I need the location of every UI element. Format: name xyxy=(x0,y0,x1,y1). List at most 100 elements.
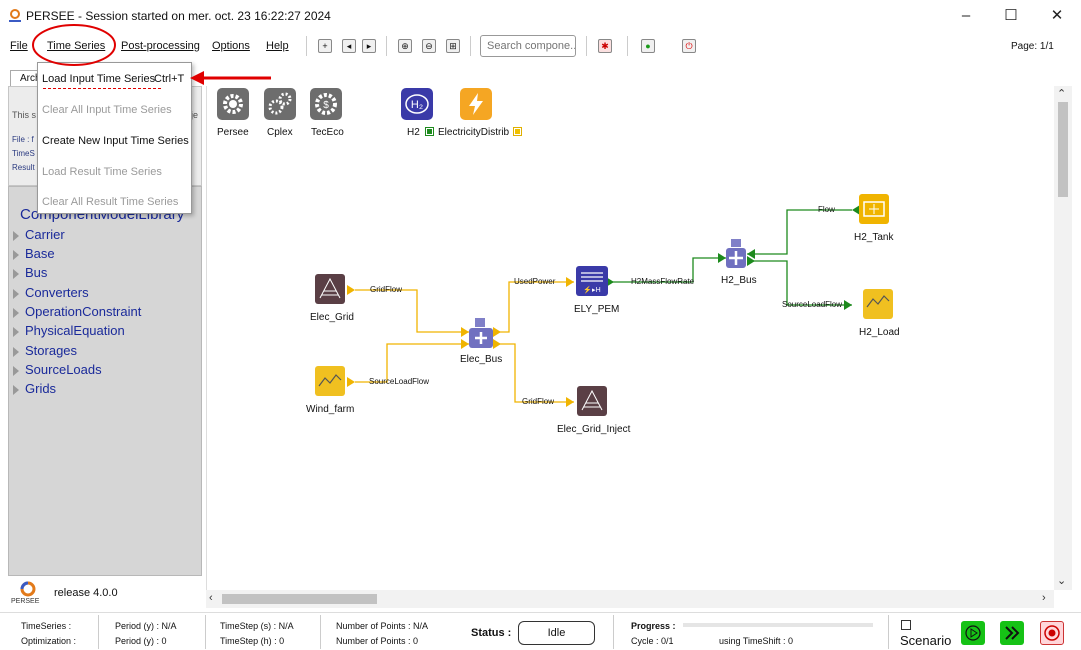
horizontal-scrollbar-thumb[interactable] xyxy=(222,594,377,604)
zoom-out-icon[interactable]: ⊖ xyxy=(422,39,436,53)
menu-item-create-new-input-time-series[interactable]: Create New Input Time Series xyxy=(42,135,189,147)
cplex-plugin-icon[interactable] xyxy=(264,88,296,120)
h2-bus-settings-icon[interactable] xyxy=(731,239,741,247)
expand-triangle-icon xyxy=(13,249,19,260)
menu-options[interactable]: Options xyxy=(212,40,250,52)
port-arrow xyxy=(461,327,469,337)
menu-item-load-result-time-series: Load Result Time Series xyxy=(42,166,162,178)
library-item-converters[interactable]: Converters xyxy=(13,285,89,300)
ely-pem-node-icon[interactable]: ⚡▸H xyxy=(576,266,608,296)
horizontal-scrollbar[interactable]: ‹ › xyxy=(206,590,1054,608)
stop-record-button[interactable] xyxy=(1040,621,1064,645)
power-stop-icon[interactable]: ⏻ xyxy=(682,39,696,53)
diagram-canvas[interactable]: Persee Cplex $ TecEco H₂ H2 ElectricityD… xyxy=(206,86,1054,590)
info-result-line: Result xyxy=(12,163,35,172)
electricity-distrib-carrier-icon[interactable] xyxy=(460,88,492,120)
scroll-down-icon[interactable]: ⌄ xyxy=(1057,575,1067,587)
menu-post-processing[interactable]: Post-processing xyxy=(121,40,200,52)
menu-time-series-label: Time Series xyxy=(47,40,106,52)
node-label-elec-bus: Elec_Bus xyxy=(460,354,503,365)
diagram-links xyxy=(347,205,860,407)
h2-load-node-icon[interactable] xyxy=(863,289,893,319)
h2-bus-node-icon[interactable] xyxy=(726,248,746,268)
next-page-icon[interactable]: ▸ xyxy=(362,39,376,53)
link-gridflow-elec-bus xyxy=(355,289,469,333)
vertical-scrollbar[interactable]: ⌃ ⌄ xyxy=(1054,86,1072,590)
status-period-timeseries: Period (y) : N/A xyxy=(115,621,177,631)
elec-bus-node-icon[interactable] xyxy=(469,328,493,348)
zoom-in-icon[interactable]: ⊕ xyxy=(398,39,412,53)
tececo-plugin-icon[interactable]: $ xyxy=(310,88,342,120)
library-item-label: PhysicalEquation xyxy=(25,323,125,338)
node-label-wind-farm: Wind_farm xyxy=(306,404,355,415)
library-item-sourceloads[interactable]: SourceLoads xyxy=(13,362,102,377)
library-item-label: Converters xyxy=(25,285,89,300)
annotation-underline xyxy=(43,88,161,89)
menu-time-series[interactable]: Time Series xyxy=(47,40,105,52)
zoom-fit-icon[interactable]: ⊞ xyxy=(446,39,460,53)
port-label-h2massflowrate: H2MassFlowRate xyxy=(631,277,695,286)
status-separator xyxy=(320,615,321,649)
library-item-storages[interactable]: Storages xyxy=(13,343,77,358)
persee-plugin-icon[interactable] xyxy=(217,88,249,120)
previous-page-icon[interactable]: ◂ xyxy=(342,39,356,53)
menu-file[interactable]: File xyxy=(10,40,28,52)
port-arrow xyxy=(347,377,355,387)
elec-bus-settings-icon[interactable] xyxy=(475,318,485,327)
progress-bar xyxy=(683,623,873,627)
fast-forward-button[interactable] xyxy=(1000,621,1024,645)
status-period-optimization: Period (y) : 0 xyxy=(115,636,167,646)
library-item-bus[interactable]: Bus xyxy=(13,265,47,280)
library-item-grids[interactable]: Grids xyxy=(13,381,56,396)
elec-grid-node-icon[interactable] xyxy=(315,274,345,304)
menu-help[interactable]: Help xyxy=(266,40,289,52)
wind-farm-node-icon[interactable] xyxy=(315,366,345,396)
plugin-label-persee: Persee xyxy=(217,127,249,138)
link-h2-bus-tank xyxy=(747,209,852,255)
tab-architecture[interactable]: Archi xyxy=(10,70,40,87)
scroll-right-icon[interactable]: › xyxy=(1042,592,1046,604)
expand-triangle-icon xyxy=(13,346,19,357)
scroll-left-icon[interactable]: ‹ xyxy=(209,592,213,604)
menu-item-load-input-time-series[interactable]: Load Input Time Series xyxy=(42,73,156,85)
port-arrow xyxy=(852,205,860,215)
node-label-h2-tank: H2_Tank xyxy=(854,232,894,243)
menu-bar: File Time Series Post-processing Options… xyxy=(0,32,1081,60)
elec-grid-inject-node-icon[interactable] xyxy=(577,386,607,416)
search-component-input[interactable] xyxy=(480,35,576,57)
minimize-button[interactable]: – xyxy=(961,7,971,24)
run-green-icon[interactable]: ● xyxy=(641,39,655,53)
toolbar-separator xyxy=(586,36,587,56)
library-item-carrier[interactable]: Carrier xyxy=(13,227,65,242)
library-item-operationconstraint[interactable]: OperationConstraint xyxy=(13,304,141,319)
carrier-label-h2: H2 xyxy=(407,127,420,138)
maximize-button[interactable]: ☐ xyxy=(1004,7,1018,24)
port-arrow xyxy=(747,249,755,259)
h2-tank-node-icon[interactable] xyxy=(859,194,889,224)
progress-label: Progress : xyxy=(631,621,676,631)
library-item-base[interactable]: Base xyxy=(13,246,55,261)
port-arrow xyxy=(493,339,501,349)
port-label-usedpower: UsedPower xyxy=(514,277,556,286)
h2-carrier-icon[interactable]: H₂ xyxy=(401,88,433,120)
library-item-label: SourceLoads xyxy=(25,362,102,377)
menu-item-clear-all-result-time-series: Clear All Result Time Series xyxy=(42,196,179,208)
debug-bug-icon[interactable]: ✱ xyxy=(598,39,612,53)
add-icon[interactable]: + xyxy=(318,39,332,53)
node-label-h2-load: H2_Load xyxy=(859,327,900,338)
library-item-label: Storages xyxy=(25,343,78,358)
scenario-checkbox[interactable] xyxy=(901,620,911,630)
scenario-label: Scenario xyxy=(900,633,952,648)
port-arrow xyxy=(493,327,501,337)
node-label-ely-pem: ELY_PEM xyxy=(574,304,620,315)
vertical-scrollbar-thumb[interactable] xyxy=(1058,102,1068,197)
persee-logo-text: PERSEE xyxy=(11,598,40,605)
close-button[interactable]: ✕ xyxy=(1050,7,1064,24)
library-item-physicalequation[interactable]: PhysicalEquation xyxy=(13,323,125,338)
persee-app-icon xyxy=(9,9,21,22)
menu-file-label: File xyxy=(10,40,28,52)
scroll-up-icon[interactable]: ⌃ xyxy=(1057,88,1067,100)
run-play-button[interactable] xyxy=(961,621,985,645)
port-arrow xyxy=(606,277,614,287)
window-title: PERSEE - Session started on mer. oct. 23… xyxy=(26,9,331,23)
